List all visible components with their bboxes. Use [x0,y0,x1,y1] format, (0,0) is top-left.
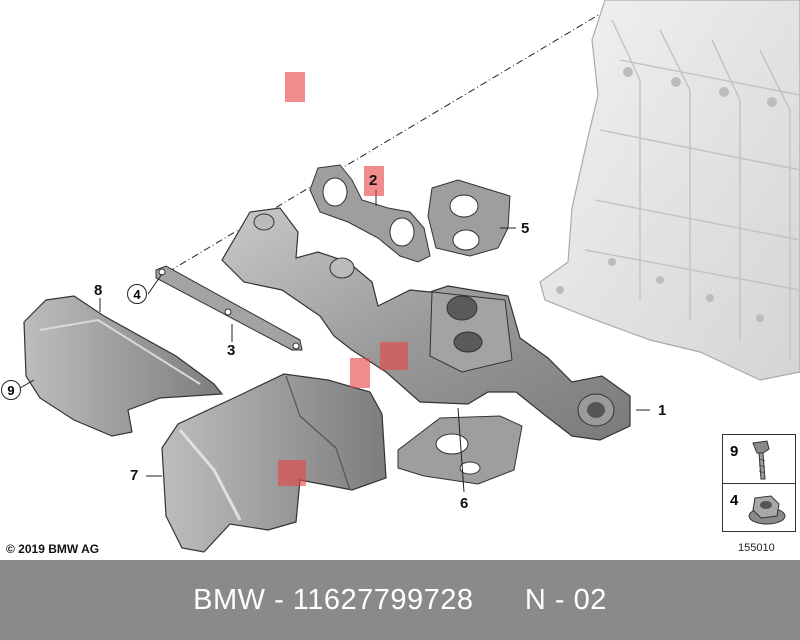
highlight-marker [364,166,384,196]
nut-icon [748,495,786,525]
parts-diagram-drawing [19,0,800,553]
callout-6[interactable]: 6 [460,495,469,512]
heat-shield-part-7 [161,373,387,553]
callout-8[interactable]: 8 [94,282,103,299]
legend-row-bolt[interactable]: 9 [723,435,795,484]
bracket-part-3 [155,265,303,351]
gasket-part-6 [397,415,523,485]
part-number-banner: BMW - 11627799728 N - 02 [0,560,800,640]
heat-shield-part-8 [23,295,224,437]
callout-1[interactable]: 1 [658,402,667,419]
callout-4[interactable]: 4 [127,284,147,304]
callout-3[interactable]: 3 [227,342,236,359]
engine-block [539,0,800,381]
highlight-marker [380,342,408,370]
leader-lines [19,190,650,493]
legend-number-bolt: 9 [730,443,739,460]
copyright-notice: © 2019 BMW AG [6,542,100,556]
gasket-part-5 [427,179,511,257]
bolt-icon [752,440,770,480]
callout-2[interactable]: 2 [369,172,378,189]
hardware-legend: 9 4 [722,434,796,532]
highlight-marker [285,72,305,102]
part-number-text: BMW - 11627799728 N - 02 [193,583,607,616]
callout-5[interactable]: 5 [521,220,530,237]
callout-7[interactable]: 7 [130,467,139,484]
diagram-number: 155010 [738,542,775,554]
exhaust-manifold-part-1 [221,207,631,441]
callout-9[interactable]: 9 [1,380,21,400]
legend-row-nut[interactable]: 4 [723,484,795,532]
gasket-part-2 [309,164,431,263]
legend-number-nut: 4 [730,492,739,509]
highlight-marker [350,358,370,388]
highlight-marker [278,460,306,486]
parts-diagram [19,0,800,553]
